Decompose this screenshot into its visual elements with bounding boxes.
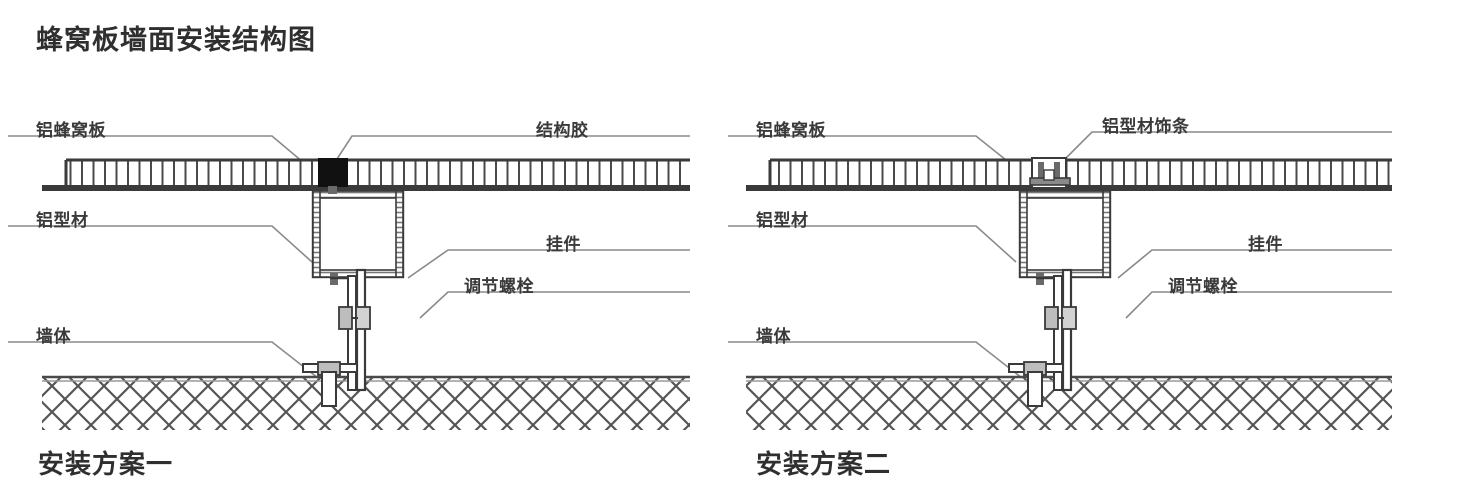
wall-section-left — [42, 375, 690, 430]
leader-profile — [728, 225, 1017, 263]
label-hanger: 挂件 — [546, 235, 581, 255]
label-adjusting-bolt: 调节螺栓 — [464, 277, 534, 297]
hanger-bracket-left — [330, 268, 367, 392]
leader-bolt — [1125, 291, 1392, 319]
leader-adhesive — [334, 135, 690, 163]
wall-anchor-left — [302, 361, 358, 407]
leader-lines-left — [8, 135, 690, 379]
honeycomb-panel-right — [746, 158, 1392, 191]
label-wall: 墙体 — [36, 327, 71, 347]
structural-adhesive-block — [318, 158, 348, 187]
label-honeycomb-panel: 铝蜂窝板 — [36, 121, 106, 141]
diagram-scheme-one: 铝蜂窝板 铝型材 墙体 结构胶 挂件 调节螺栓 — [0, 100, 700, 430]
aluminium-profile-box-right — [1018, 189, 1112, 279]
page-title: 蜂窝板墙面安装结构图 — [36, 25, 316, 56]
leader-bolt — [419, 291, 690, 319]
label-aluminium-profile: 铝型材 — [756, 211, 809, 231]
leader-lines-right — [728, 131, 1392, 379]
label-wall: 墙体 — [756, 327, 791, 347]
label-honeycomb-panel: 铝蜂窝板 — [756, 121, 826, 141]
leader-bracket — [1117, 249, 1392, 279]
leader-wall — [8, 341, 319, 379]
leader-panel — [728, 135, 1017, 169]
aluminium-profile-box-left — [311, 186, 405, 279]
caption-scheme-two: 安装方案二 — [756, 450, 892, 480]
caption-scheme-one: 安装方案一 — [38, 450, 174, 480]
diagram-scheme-two: 铝蜂窝板 铝型材 墙体 铝型材饰条 挂件 调节螺栓 — [720, 100, 1420, 430]
scheme-two-drawing — [728, 131, 1392, 430]
profile-anchor-top — [328, 186, 337, 194]
label-aluminium-trim: 铝型材饰条 — [1102, 117, 1190, 137]
leader-wall — [728, 341, 1023, 379]
honeycomb-panel-left — [42, 158, 690, 191]
adjusting-bolt-left — [338, 306, 371, 330]
leader-profile — [8, 225, 313, 263]
label-hanger: 挂件 — [1248, 235, 1283, 255]
label-structural-adhesive: 结构胶 — [536, 121, 589, 141]
hanger-bracket-right — [1036, 268, 1073, 392]
adjusting-bolt-right — [1044, 306, 1077, 330]
label-adjusting-bolt: 调节螺栓 — [1168, 277, 1238, 297]
scheme-one-drawing — [8, 135, 690, 430]
wall-anchor-right — [1008, 361, 1064, 407]
aluminium-trim-strip — [1029, 157, 1071, 189]
label-aluminium-profile: 铝型材 — [36, 211, 89, 231]
leader-bracket — [407, 249, 690, 279]
leader-trim — [1055, 131, 1392, 169]
leader-panel — [8, 135, 311, 169]
